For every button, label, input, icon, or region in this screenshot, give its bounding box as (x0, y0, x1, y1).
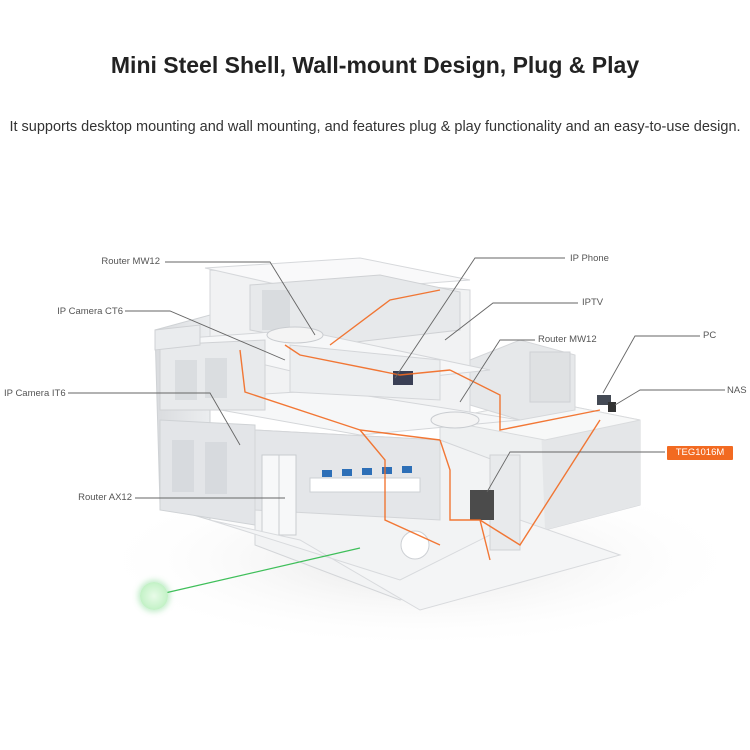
label-nas: NAS (727, 385, 747, 396)
callout-lines (68, 257, 725, 499)
globe-icon (140, 582, 168, 610)
wireless-link (164, 547, 361, 594)
label-iptv: IPTV (582, 297, 604, 308)
label-router-ax12: Router AX12 (78, 492, 132, 503)
page-subtitle: It supports desktop mounting and wall mo… (9, 119, 741, 135)
network-cables (239, 289, 601, 561)
label-pc: PC (703, 330, 717, 341)
switch-model-badge: TEG1016M (667, 446, 733, 460)
label-ip-phone: IP Phone (570, 253, 609, 264)
switch-device (470, 490, 494, 520)
label-ip-camera-it6: IP Camera IT6 (4, 388, 66, 399)
office-furniture (266, 326, 616, 560)
label-router-mw12-left: Router MW12 (101, 256, 160, 267)
label-ip-camera-ct6: IP Camera CT6 (57, 306, 123, 317)
label-router-mw12-right: Router MW12 (538, 334, 597, 345)
page-title: Mini Steel Shell, Wall-mount Design, Plu… (110, 52, 640, 78)
right-annex (439, 339, 641, 531)
